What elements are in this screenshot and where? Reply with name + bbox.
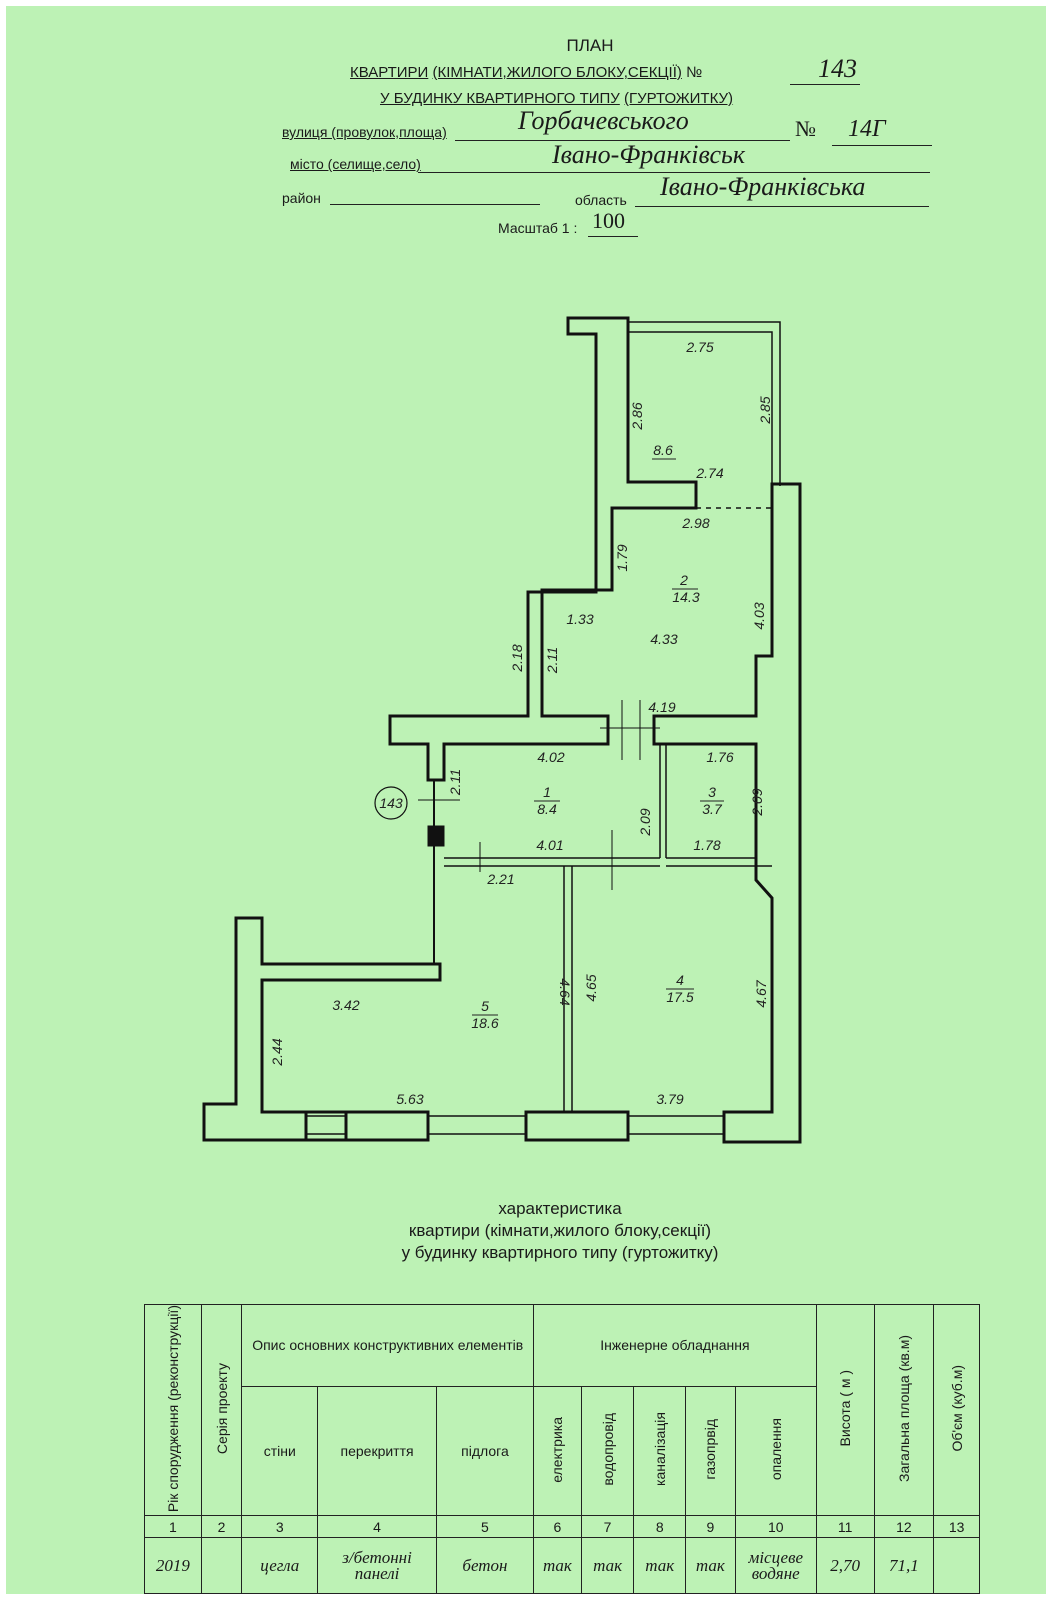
- dim: 4.33: [650, 631, 677, 647]
- room-area-1: 8.4: [537, 801, 557, 817]
- dim: 5.63: [396, 1091, 423, 1107]
- dim: 2.21: [486, 871, 514, 887]
- room-no-3: 3: [708, 784, 716, 800]
- dim: 2.75: [685, 339, 713, 355]
- dim: 2.74: [695, 465, 723, 481]
- value-water: так: [580, 1537, 635, 1595]
- dim: 4.19: [648, 699, 675, 715]
- partition-room3: [659, 744, 667, 858]
- header-line1: КВАРТИРИ (КІМНАТИ,ЖИЛОГО БЛОКУ,СЕКЦІЇ) №: [350, 64, 703, 81]
- dim: 2.44: [269, 1038, 285, 1066]
- room-labels: 8.6 2 14.3 1 8.4 3 3.7 5 18.6 4 17.5 143: [379, 442, 724, 1031]
- value-year: 2019: [144, 1537, 202, 1595]
- values-row: 2019 цегла з/бетонні панелі бетон так та…: [144, 1537, 980, 1595]
- dim: 4.67: [753, 979, 769, 1007]
- header-ceiling: перекриття: [317, 1385, 437, 1517]
- dim: 2.98: [681, 515, 709, 531]
- street-label: вулиця (провулок,площа): [282, 124, 447, 140]
- city-label: місто (селище,село): [290, 156, 421, 172]
- scale-value: 100: [592, 208, 625, 233]
- header-walls: стіни: [241, 1385, 319, 1517]
- header-electric: електрика: [533, 1385, 582, 1517]
- dim: 2.11: [447, 769, 463, 796]
- wall-right: [652, 482, 802, 1144]
- window-1: [306, 1110, 430, 1142]
- value-heating: місцеве водяне: [734, 1537, 817, 1595]
- dim: 1.33: [566, 611, 593, 627]
- plan-title: ПЛАН: [566, 36, 614, 55]
- header-engineering: Інженерне обладнання: [533, 1304, 817, 1387]
- characteristics-title: характеристика квартири (кімнати,жилого …: [401, 1199, 719, 1262]
- room-no-1: 1: [543, 784, 551, 800]
- dim: 2.18: [509, 644, 525, 672]
- balcony-rail: [628, 321, 781, 486]
- value-sewer: так: [633, 1537, 687, 1595]
- dim: 4.65: [583, 974, 599, 1001]
- header-year: Рік спорудження (реконструкції): [144, 1303, 202, 1517]
- region-value: Івано-Франківська: [660, 172, 866, 201]
- header-construct: Опис основних конструктивних елементів: [241, 1304, 535, 1387]
- room-no-5: 5: [481, 998, 489, 1014]
- dim: 4.02: [537, 749, 564, 765]
- house-number: 14Г: [848, 116, 886, 142]
- dim: 1.79: [614, 544, 630, 571]
- balcony-rail-inner: [628, 331, 773, 484]
- dim: 2.09: [749, 788, 765, 816]
- dim: 2.09: [637, 808, 653, 836]
- value-walls: цегла: [241, 1537, 319, 1595]
- header-volume: Об'єм (куб.м): [933, 1303, 980, 1517]
- plan-marker: 143: [379, 795, 403, 811]
- header-area: Загальна площа (кв.м): [873, 1303, 935, 1517]
- floor-plan: 8.6 2 14.3 1 8.4 3 3.7 5 18.6 4 17.5 143…: [202, 316, 802, 1144]
- header-gas: газопрвід: [685, 1385, 736, 1517]
- value-height: 2,70: [815, 1537, 875, 1595]
- dim: 4.03: [751, 602, 767, 629]
- dim: 2.85: [757, 396, 773, 424]
- characteristics-table: Рік спорудження (реконструкції) Серія пр…: [144, 1303, 980, 1595]
- room-area-3: 3.7: [702, 801, 723, 817]
- room-area-8.6: 8.6: [653, 442, 673, 458]
- dim: 4.01: [536, 837, 563, 853]
- apartment-number: 143: [818, 54, 857, 83]
- partition-rooms-4-5: [563, 866, 573, 1112]
- room-area-5: 18.6: [471, 1015, 498, 1031]
- dim: 2.11: [544, 647, 560, 674]
- value-volume: [933, 1537, 980, 1595]
- room-area-2: 14.3: [672, 589, 699, 605]
- city-value: Івано-Франківськ: [552, 140, 745, 169]
- dim: 4.64: [557, 978, 573, 1005]
- street-value: Горбачевського: [518, 106, 689, 135]
- value-gas: так: [685, 1537, 736, 1595]
- value-area: 71,1: [873, 1537, 935, 1595]
- district-label: район: [282, 190, 321, 206]
- header-series: Серія проекту: [200, 1303, 243, 1517]
- value-series: [200, 1537, 243, 1595]
- header-heating: опалення: [734, 1385, 817, 1517]
- window-2: [524, 1110, 630, 1142]
- dimension-labels: 2.75 2.85 2.86 2.74 2.98 1.79 1.33 4.33 …: [269, 339, 773, 1107]
- dim: 3.79: [656, 1091, 683, 1107]
- partition-hall-rooms: [444, 857, 660, 867]
- value-electric: так: [533, 1537, 582, 1595]
- dim: 2.86: [629, 402, 645, 430]
- dim: 1.78: [693, 837, 720, 853]
- room-no-2: 2: [679, 572, 688, 588]
- header-sewer: каналізація: [633, 1385, 687, 1517]
- header-water: водопровід: [580, 1385, 635, 1517]
- wall-lower-left: [202, 916, 442, 1142]
- scale-label: Масштаб 1 :: [498, 220, 578, 236]
- header-floor: підлога: [435, 1385, 535, 1517]
- value-ceiling: з/бетонні панелі: [317, 1537, 437, 1595]
- wall-upper-left: [388, 316, 698, 782]
- header-height: Висота ( м ): [815, 1303, 875, 1517]
- house-no-label: №: [795, 116, 816, 141]
- dim: 1.76: [706, 749, 733, 765]
- room-area-4: 17.5: [666, 989, 693, 1005]
- region-label: область: [575, 192, 627, 208]
- dim: 3.42: [332, 997, 359, 1013]
- header-line2: У БУДИНКУ КВАРТИРНОГО ТИПУ (ГУРТОЖИТКУ): [380, 90, 734, 107]
- room-no-4: 4: [676, 972, 684, 988]
- value-floor: бетон: [435, 1537, 535, 1595]
